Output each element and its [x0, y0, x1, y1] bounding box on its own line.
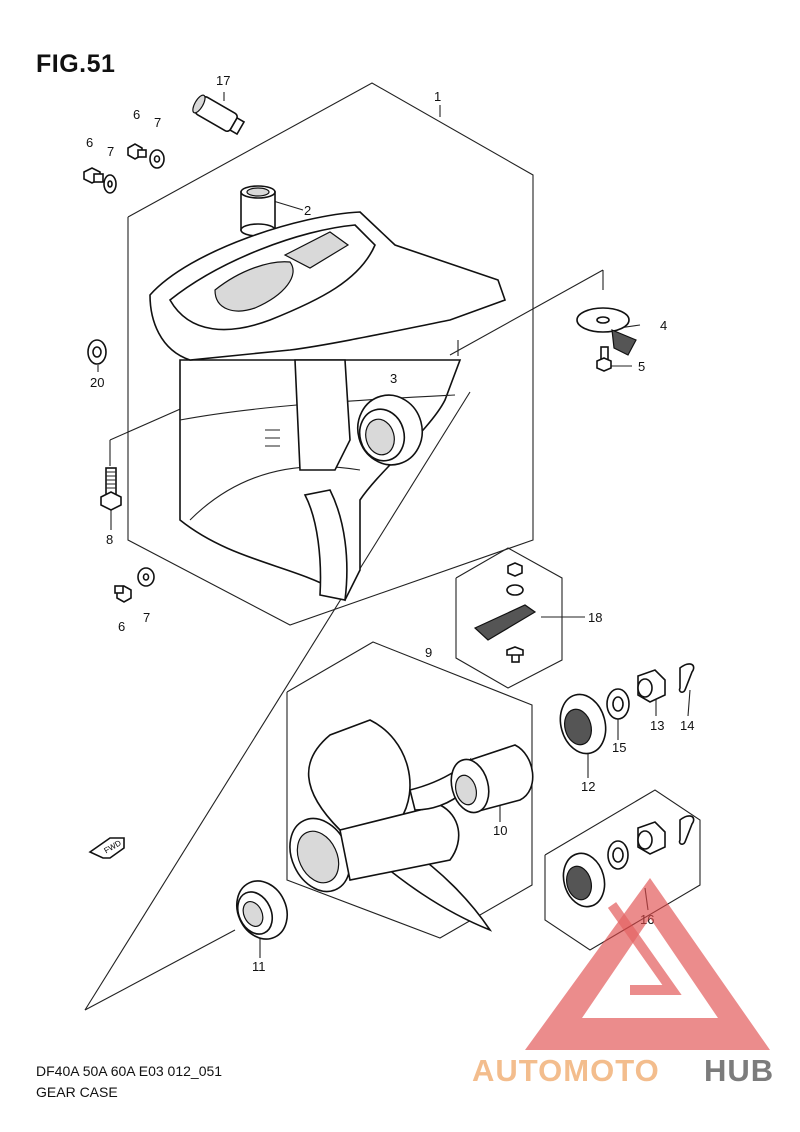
callout-7-lower: 7	[143, 610, 150, 625]
callout-17: 17	[216, 73, 230, 88]
part-14-cotter-pin	[678, 663, 695, 693]
part-7-washer-lower	[137, 567, 155, 587]
callout-14: 14	[680, 718, 694, 733]
part-4-anode	[576, 307, 637, 356]
fwd-direction-arrow: FWD	[88, 837, 125, 859]
callout-6-upper-a: 6	[86, 135, 93, 150]
part-17-water-tube	[192, 94, 246, 136]
callout-11: 11	[252, 959, 266, 974]
nut-kit-outline	[544, 789, 701, 951]
callout-10: 10	[493, 823, 507, 838]
watermark-text-automoto: AUTOMOTO	[472, 1053, 660, 1088]
part-8-stud-bolt	[100, 467, 122, 511]
callout-6-lower: 6	[118, 619, 125, 634]
propeller-group-outline	[286, 641, 533, 939]
figure-title: FIG.51	[36, 50, 116, 78]
part-20-nut	[87, 339, 107, 365]
part-15-washer	[606, 688, 630, 720]
callout-7-upper-b: 7	[154, 115, 161, 130]
part-11-thrust-bushing	[236, 880, 288, 940]
automotohub-watermark: AUTOMOTO HUB	[472, 878, 774, 1088]
callout-5: 5	[638, 359, 645, 374]
part-18-trim-tab-kit	[473, 562, 537, 663]
gear-case-group-outline	[127, 82, 534, 626]
callout-6-upper-b: 6	[133, 107, 140, 122]
callout-13: 13	[650, 718, 664, 733]
model-code: DF40A 50A 60A E03 012_051	[36, 1063, 223, 1079]
part-5-bolt	[596, 346, 612, 372]
part-12-spacer	[559, 693, 607, 755]
part-3-oil-seal	[356, 394, 424, 466]
callout-8: 8	[106, 532, 113, 547]
callout-20: 20	[90, 375, 104, 390]
trim-tab-kit-outline	[455, 547, 563, 689]
callout-3: 3	[390, 371, 397, 386]
part-6-bolt-lower	[114, 585, 132, 603]
part-2-bushing	[240, 185, 276, 237]
callout-12: 12	[581, 779, 595, 794]
callout-18: 18	[588, 610, 602, 625]
callout-9: 9	[425, 645, 432, 660]
callout-15: 15	[612, 740, 626, 755]
part-7-washer-upper-b	[149, 149, 165, 169]
section-name: GEAR CASE	[36, 1084, 118, 1100]
callout-4: 4	[660, 318, 667, 333]
watermark-text-hub: HUB	[704, 1053, 774, 1088]
part-6-bolt-upper-a	[83, 167, 104, 184]
part-7-washer-upper-a	[103, 174, 117, 194]
callout-2: 2	[304, 203, 311, 218]
part-6-bolt-upper-b	[127, 143, 147, 160]
watermark-triangle-logo	[525, 878, 770, 1050]
callout-1: 1	[434, 89, 441, 104]
part-1-gear-case-housing	[149, 211, 507, 602]
callout-7-upper-a: 7	[107, 144, 114, 159]
part-13-castle-nut	[637, 669, 666, 703]
part-10-spacer	[450, 744, 534, 814]
part-9-propeller	[289, 719, 493, 932]
part-16-nut-kit	[562, 815, 695, 908]
